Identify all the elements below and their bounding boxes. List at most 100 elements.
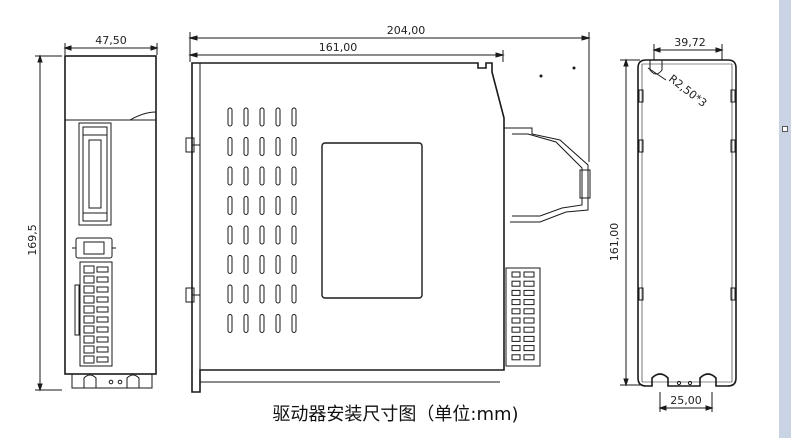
vent-slot (227, 314, 233, 333)
connector-pin (511, 308, 521, 315)
vent-slot (259, 255, 265, 274)
terminal-slot (96, 326, 109, 333)
front-height-dimension: 169,5 (26, 54, 62, 392)
vent-slot (291, 225, 297, 245)
vent-slot (275, 137, 281, 156)
side-body-dimension: 161,00 (188, 41, 505, 62)
side-connector-pins (511, 271, 535, 361)
vent-slot (275, 196, 281, 215)
connector-pin (523, 317, 535, 324)
vent-slot (243, 284, 249, 304)
vent-slot (291, 166, 297, 186)
connector-pin (523, 271, 535, 278)
vent-slot (275, 255, 281, 274)
connector-pin (523, 289, 535, 296)
vent-slot (227, 107, 233, 127)
vent-slot (259, 137, 265, 156)
rear-view: 39,72 R2,50*3 161,00 (608, 36, 737, 412)
rear-slot-dimension: 25,00 (658, 392, 714, 412)
rear-height-label: 161,00 (608, 223, 621, 262)
connector-pin (511, 271, 521, 278)
rear-radius-label: R2,50*3 (666, 72, 709, 110)
terminal-screw (83, 265, 95, 274)
vent-slot (291, 137, 297, 156)
terminal-screw (83, 275, 95, 284)
window-edge-strip (779, 0, 791, 438)
vent-slot (243, 166, 249, 186)
terminal-slot (96, 296, 109, 303)
vent-slot (227, 137, 233, 156)
terminal-screw (83, 305, 95, 314)
vent-slot (227, 166, 233, 186)
terminal-slot (96, 306, 109, 313)
terminal-screw (83, 345, 95, 354)
display-window (321, 142, 423, 299)
front-view: 47,50 169,5 (26, 34, 159, 392)
connector-pin (523, 280, 535, 287)
connector-pin (511, 345, 521, 352)
terminal-slot (96, 336, 109, 343)
front-height-label: 169,5 (26, 224, 39, 256)
vent-slot (227, 284, 233, 304)
vent-slot (259, 107, 265, 127)
terminal-slot (96, 266, 109, 273)
connector-pin (523, 335, 535, 342)
vent-slot (259, 166, 265, 186)
terminal-slot (96, 286, 109, 293)
vent-slot (259, 196, 265, 215)
vent-slot (291, 284, 297, 304)
window-edge-handle (782, 126, 788, 132)
drawing-caption: 驱动器安装尺寸图（单位:mm) (272, 404, 519, 425)
vent-slot (275, 225, 281, 245)
connector-pin (523, 308, 535, 315)
side-overall-dimension: 204,00 (188, 24, 591, 162)
terminal-screw (83, 355, 95, 364)
terminal-slot (96, 346, 109, 353)
vent-slot (243, 137, 249, 156)
connector-pin (511, 280, 521, 287)
vent-slot (243, 255, 249, 274)
vent-slots (227, 107, 297, 333)
front-width-label: 47,50 (95, 34, 127, 47)
vent-slot (259, 284, 265, 304)
vent-slot (275, 166, 281, 186)
terminal-slot (96, 316, 109, 323)
side-connector-block (505, 267, 541, 367)
connector-pin (523, 326, 535, 333)
rear-width-dimension: 39,72 (652, 36, 724, 60)
connector-pin (511, 326, 521, 333)
side-view: 204,00 161,00 (185, 24, 591, 393)
connector-pin (511, 299, 521, 306)
vent-slot (259, 225, 265, 245)
vent-slot (275, 284, 281, 304)
vent-slot (291, 255, 297, 274)
rear-slot-label: 25,00 (670, 394, 702, 407)
connector-pin (511, 289, 521, 296)
vent-slot (243, 225, 249, 245)
connector-pin (523, 345, 535, 352)
side-body-label: 161,00 (319, 41, 358, 54)
side-overall-label: 204,00 (387, 24, 426, 37)
rear-height-dimension: 161,00 (608, 58, 640, 387)
connector-pin (523, 354, 535, 361)
terminal-block (83, 265, 109, 364)
terminal-screw (83, 315, 95, 324)
vent-slot (227, 225, 233, 245)
vent-slot (291, 314, 297, 333)
connector-pin (511, 317, 521, 324)
terminal-screw (83, 335, 95, 344)
terminal-screw (83, 325, 95, 334)
vent-slot (243, 314, 249, 333)
connector-pin (511, 354, 521, 361)
vent-slot (291, 196, 297, 215)
terminal-slot (96, 356, 109, 363)
connector-pin (511, 335, 521, 342)
terminal-screw (83, 295, 95, 304)
terminal-slot (96, 276, 109, 283)
terminal-screw (83, 285, 95, 294)
vent-slot (243, 196, 249, 215)
rear-width-label: 39,72 (674, 36, 706, 49)
vent-slot (243, 107, 249, 127)
vent-slot (259, 314, 265, 333)
